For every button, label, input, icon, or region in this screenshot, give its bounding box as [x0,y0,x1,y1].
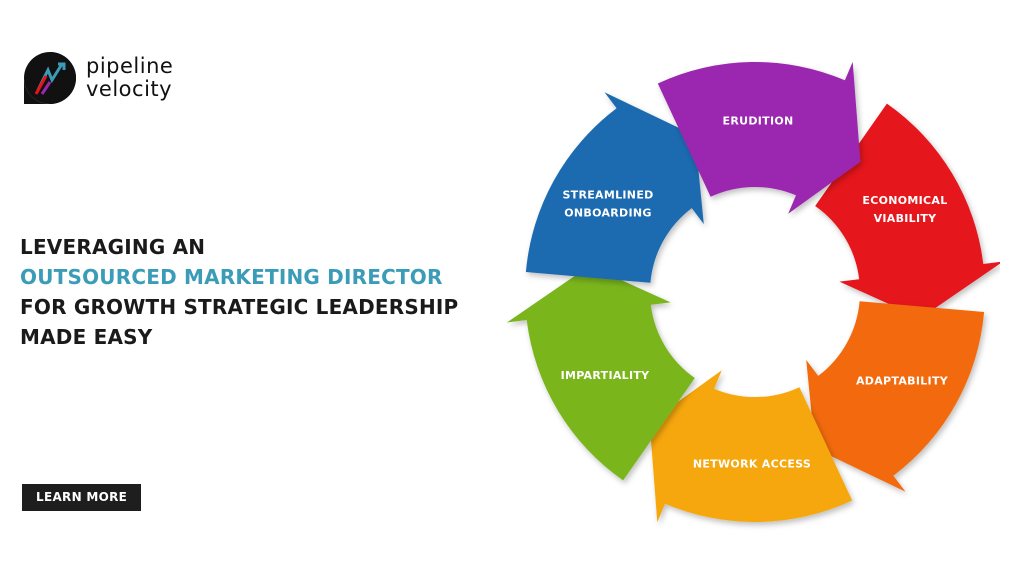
cycle-label-adaptability: ADAPTABILITY [856,374,949,387]
cycle-label-network-access: NETWORK ACCESS [693,458,811,471]
brand-name-line1: pipeline [86,54,174,78]
brand-name-line2: velocity [86,77,173,101]
brand-logo[interactable]: pipeline velocity [22,50,173,106]
learn-more-button[interactable]: LEARN MORE [22,484,142,511]
cycle-segment-streamlined-onboarding [525,92,704,283]
headline-line2-accent: OUTSOURCED MARKETING DIRECTOR [20,265,443,289]
cycle-label-erudition: ERUDITION [723,115,794,128]
headline-line3: FOR GROWTH STRATEGIC LEADERSHIP [20,295,459,319]
cycle-segment-network-access [649,370,853,523]
brand-name: pipeline velocity [86,55,173,101]
cycle-segment-erudition [657,61,861,214]
headline: LEVERAGING AN OUTSOURCED MARKETING DIREC… [20,232,458,352]
cycle-label-impartiality: IMPARTIALITY [561,369,651,382]
headline-line4: MADE EASY [20,325,153,349]
cycle-segment-adaptability [806,301,985,492]
cycle-segment-economical-viability [815,103,1000,319]
headline-line1: LEVERAGING AN [20,235,206,259]
cycle-segment-impartiality [506,265,695,481]
pipeline-velocity-logo-icon [24,52,76,104]
